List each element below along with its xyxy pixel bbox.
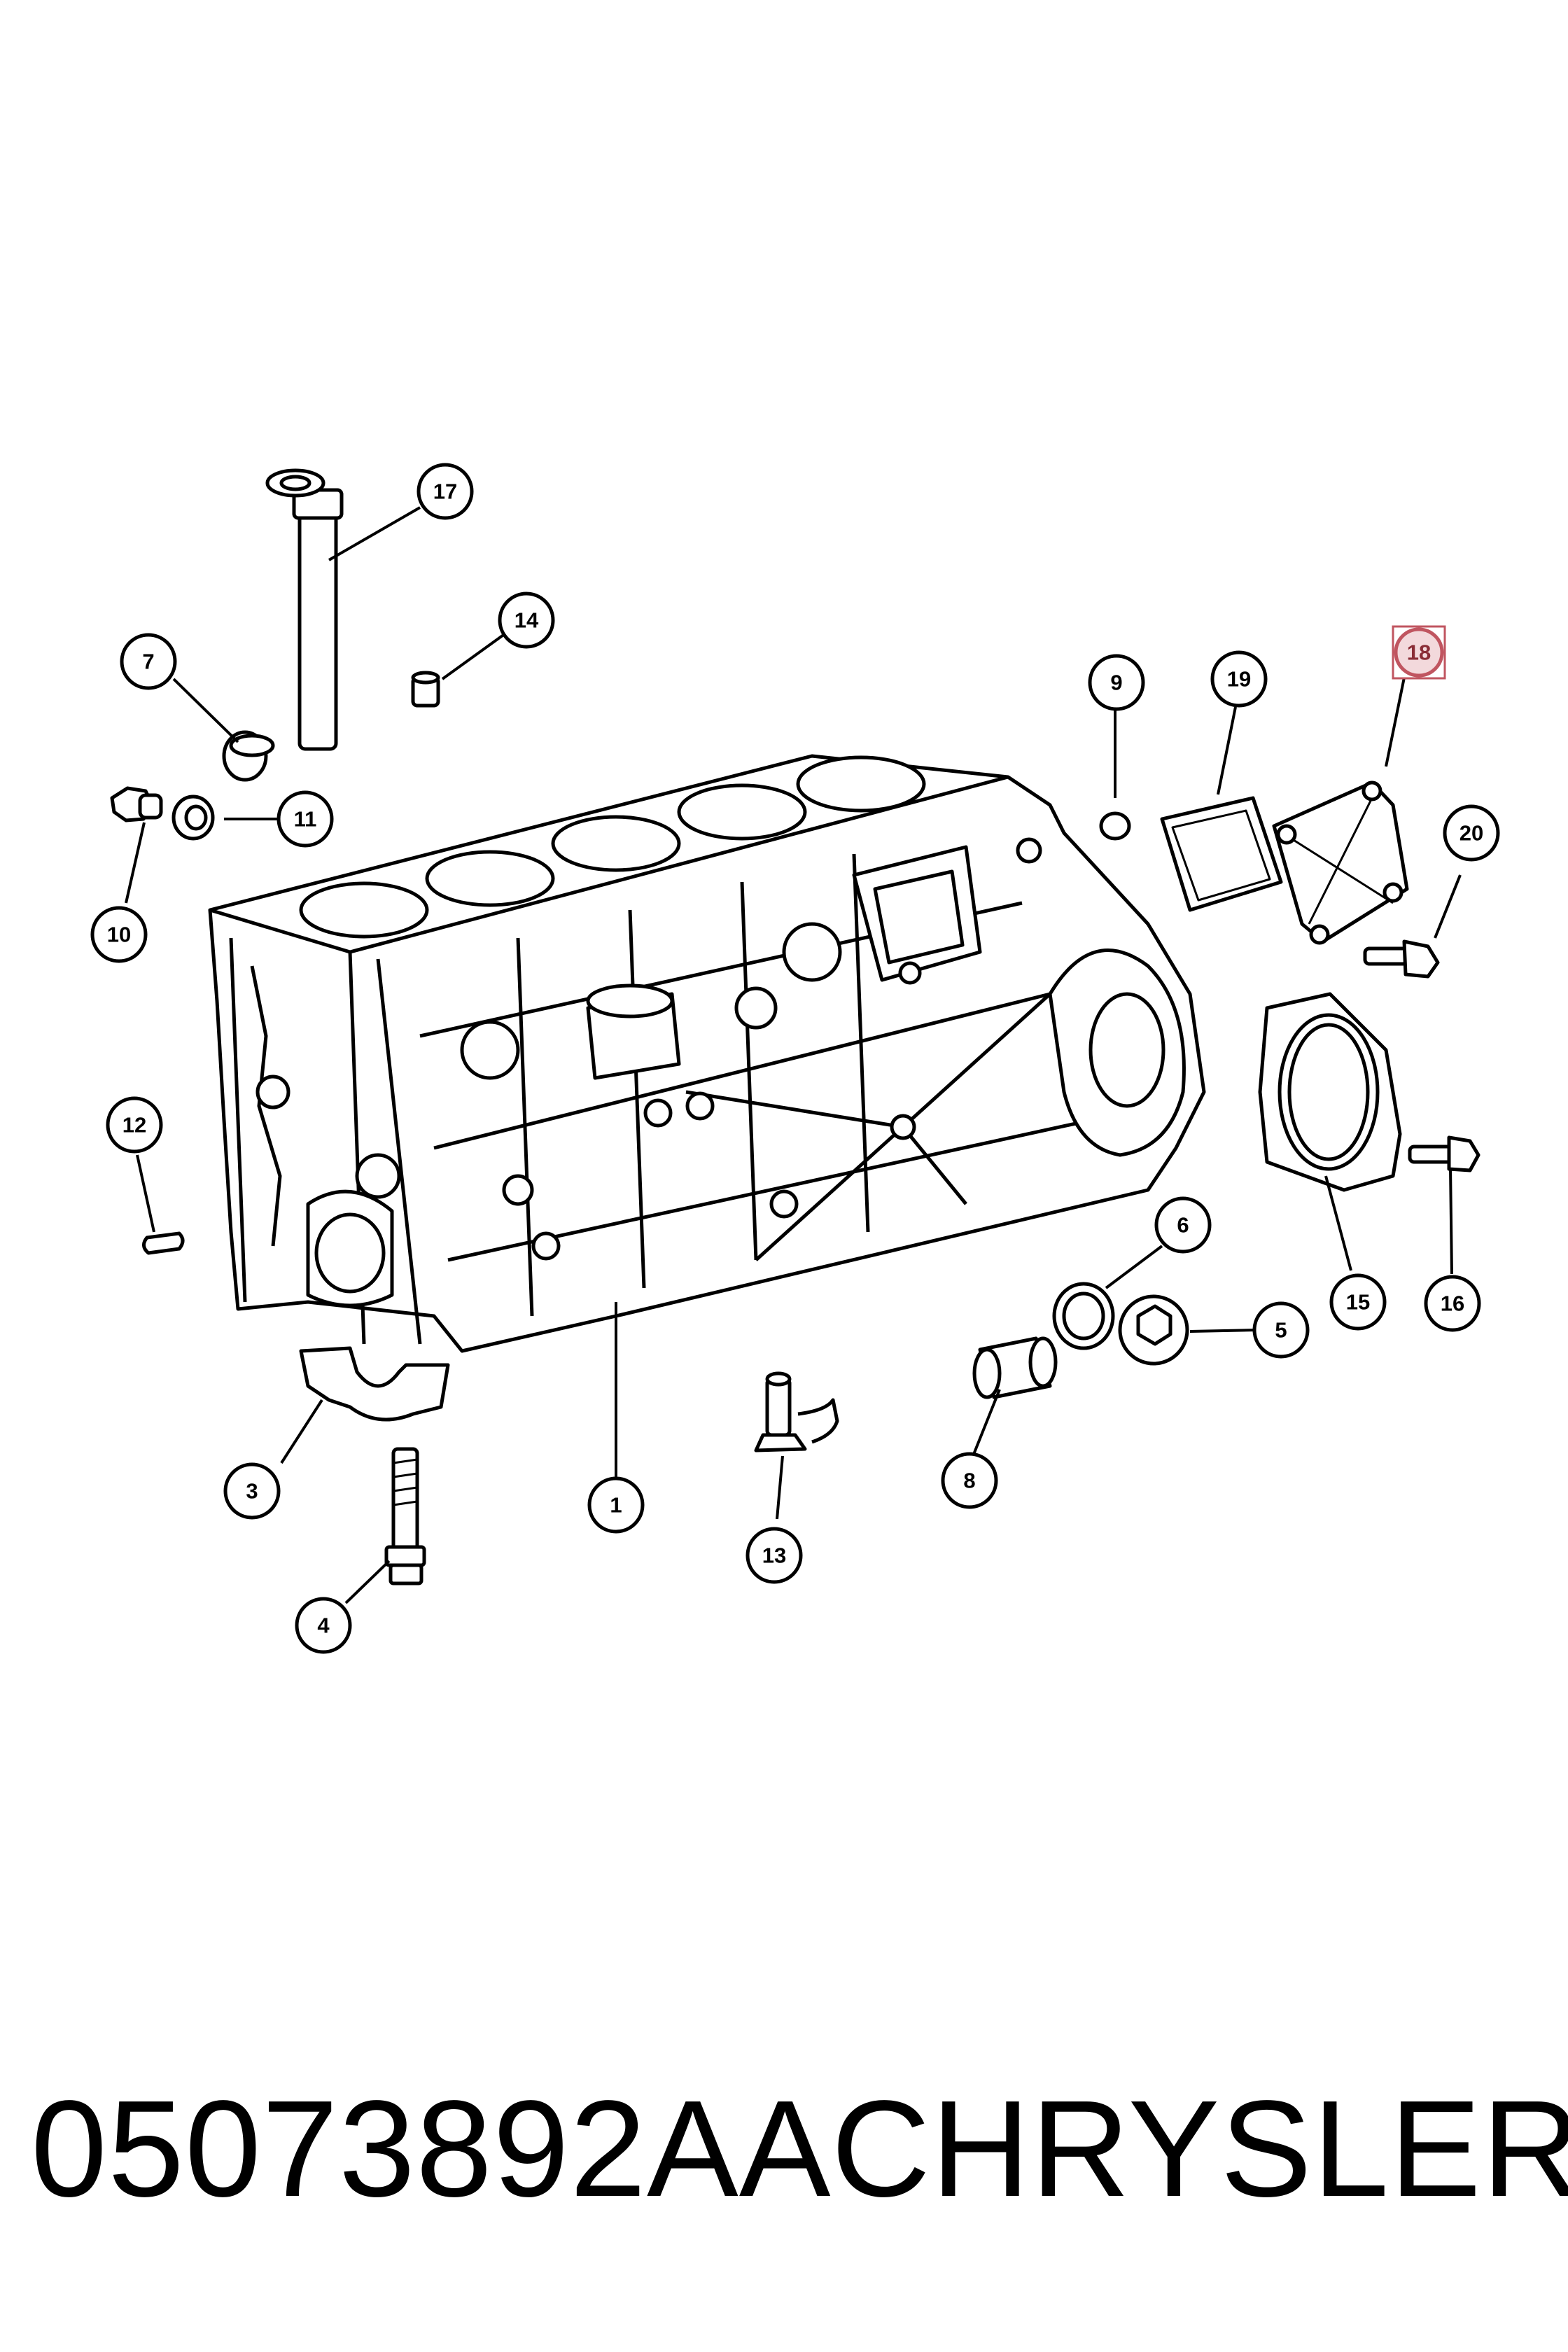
callout-4-label: 4	[317, 1614, 330, 1638]
callout-5-label: 5	[1275, 1318, 1287, 1343]
callout-12-label: 12	[122, 1113, 146, 1138]
callout-10[interactable]: 10	[90, 906, 148, 963]
callout-16[interactable]: 16	[1424, 1275, 1481, 1332]
callout-1-label: 1	[610, 1493, 622, 1518]
callout-10-label: 10	[107, 923, 131, 947]
callout-9-label: 9	[1110, 671, 1122, 695]
part-14-dowel[interactable]	[411, 671, 440, 708]
callout-11-label: 11	[294, 807, 317, 832]
part-9-small-plug[interactable]	[1099, 811, 1131, 841]
callout-15-label: 15	[1346, 1290, 1370, 1315]
callout-3[interactable]: 3	[223, 1462, 281, 1520]
callout-14-label: 14	[514, 608, 539, 633]
part-3-bearing-cap[interactable]	[299, 1346, 450, 1422]
part-15-seal-retainer[interactable]	[1258, 992, 1402, 1192]
part-7-plug[interactable]	[222, 730, 275, 782]
part-8-sleeve[interactable]	[972, 1336, 1058, 1399]
callout-19-label: 19	[1227, 667, 1251, 692]
callout-13[interactable]: 13	[746, 1527, 803, 1584]
part-13-sensor[interactable]	[754, 1371, 839, 1452]
callout-7-label: 7	[142, 650, 154, 674]
callout-14[interactable]: 14	[498, 592, 555, 649]
leader-lines	[125, 506, 1462, 1604]
part-12-pin[interactable]	[142, 1231, 185, 1255]
part-19-gasket[interactable]	[1160, 796, 1283, 912]
part-number: 05073892AA	[31, 2072, 832, 2225]
callout-4[interactable]: 4	[295, 1597, 352, 1654]
callout-17[interactable]: 17	[416, 463, 474, 520]
callout-15[interactable]: 15	[1329, 1273, 1387, 1331]
callout-17-label: 17	[433, 479, 457, 504]
callout-1[interactable]: 1	[587, 1476, 645, 1534]
callout-6-label: 6	[1177, 1213, 1189, 1238]
callout-20-label: 20	[1460, 821, 1483, 846]
callout-8[interactable]: 8	[941, 1452, 998, 1509]
footer-caption: 05073892AA CHRYSLER	[0, 2058, 1568, 2240]
callout-6[interactable]: 6	[1154, 1196, 1212, 1254]
callout-19[interactable]: 19	[1210, 650, 1268, 708]
part-6-oring[interactable]	[1052, 1282, 1115, 1350]
part-10-drain-plug[interactable]	[110, 786, 163, 822]
part-4-cap-bolt[interactable]	[384, 1447, 426, 1586]
callout-8-label: 8	[963, 1469, 975, 1493]
callout-18[interactable]: 18	[1392, 625, 1446, 680]
callout-16-label: 16	[1441, 1292, 1464, 1316]
part-11-washer[interactable]	[172, 794, 215, 841]
brand-name: CHRYSLER	[831, 2072, 1568, 2225]
part-17-tube[interactable]	[265, 468, 344, 751]
callout-9[interactable]: 9	[1088, 654, 1145, 711]
part-18-cover-plate[interactable]	[1272, 780, 1409, 945]
callout-7[interactable]: 7	[120, 633, 177, 690]
callout-12[interactable]: 12	[106, 1096, 163, 1154]
callout-13-label: 13	[762, 1544, 786, 1568]
part-20-bolt[interactable]	[1363, 939, 1440, 979]
callout-5[interactable]: 5	[1252, 1301, 1310, 1359]
callout-3-label: 3	[246, 1479, 258, 1504]
part-5-cap-nut[interactable]	[1118, 1294, 1189, 1366]
part-16-bolt[interactable]	[1408, 1135, 1480, 1172]
callout-18-label: 18	[1407, 640, 1431, 665]
engine-block[interactable]	[208, 754, 1206, 1353]
callout-20[interactable]: 20	[1443, 804, 1500, 862]
callout-11[interactable]: 11	[276, 790, 334, 848]
